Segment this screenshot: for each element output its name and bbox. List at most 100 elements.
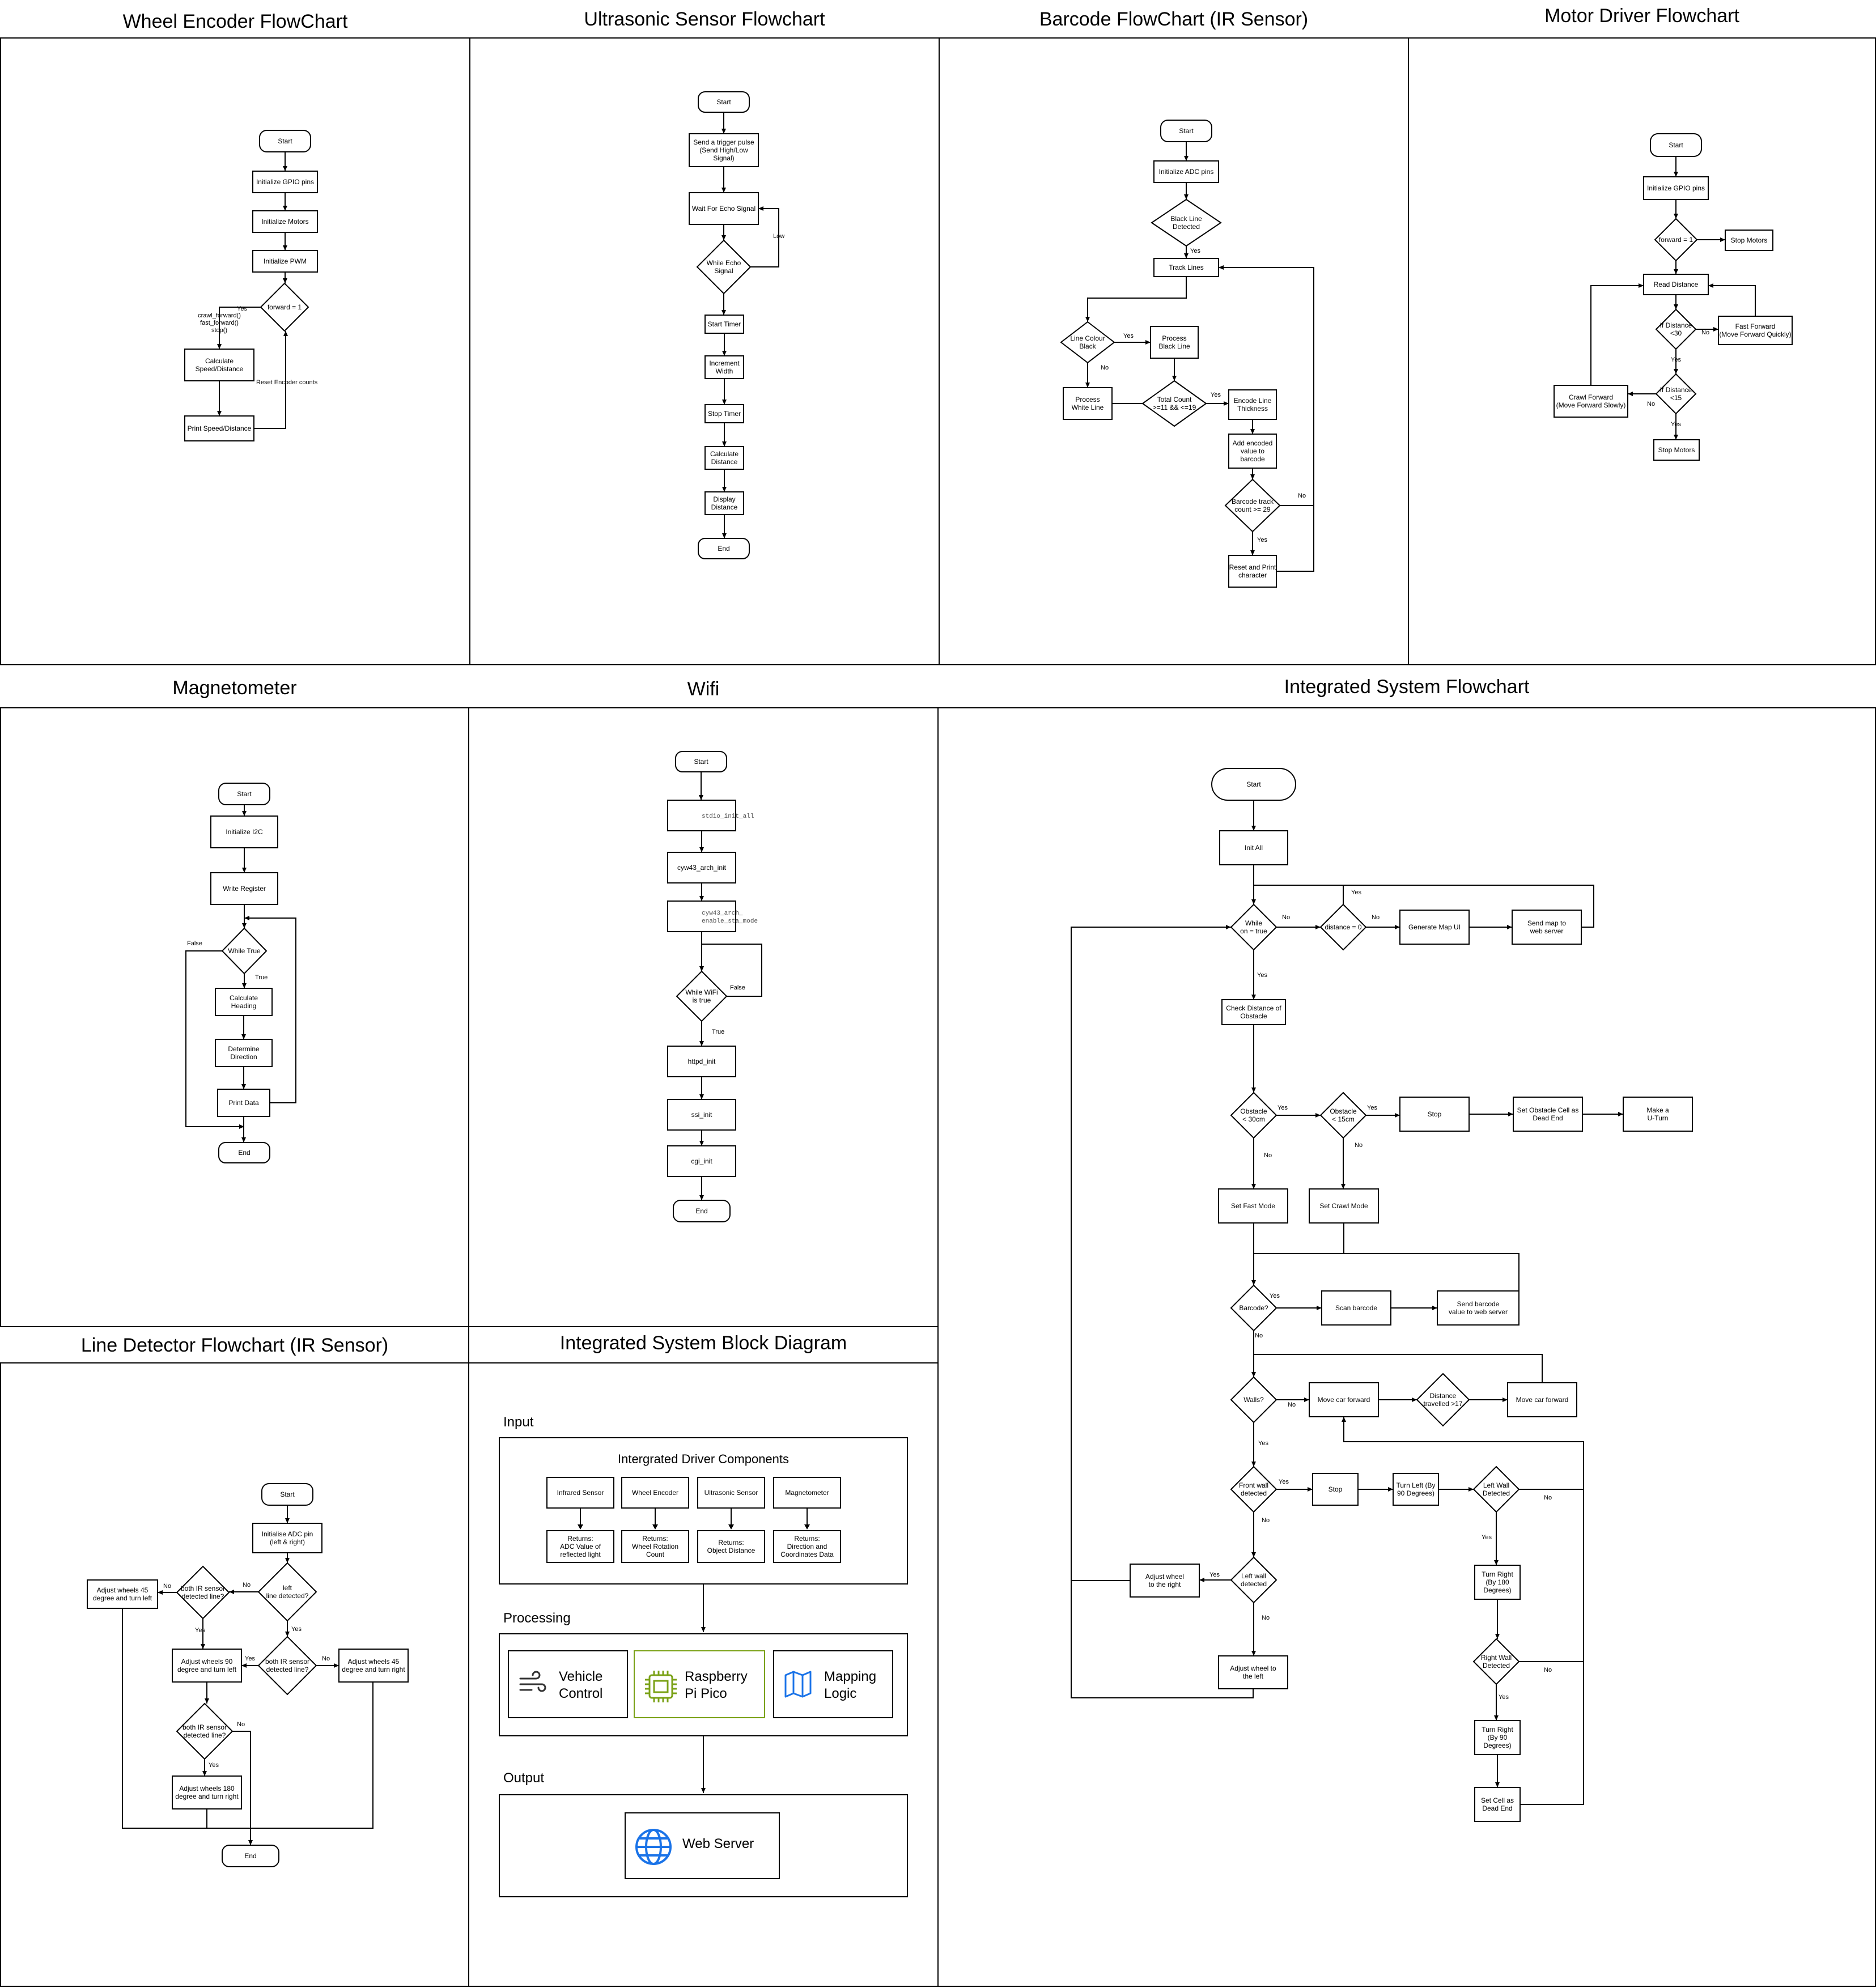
- node-w-cond: forward = 1: [260, 282, 309, 332]
- panel-motor-driver: [1408, 37, 1876, 665]
- sensor-return-line: Returns:: [642, 1535, 668, 1543]
- title-wifi: Wifi: [687, 678, 720, 700]
- flow-arrow: [1254, 885, 1594, 928]
- node-text: Barcode track: [1232, 498, 1274, 506]
- node-f-cyw: cyw43_arch_init: [667, 852, 736, 883]
- sensor-arrow: [728, 1509, 734, 1530]
- node-i-fast: Set Fast Mode: [1218, 1188, 1288, 1224]
- node-text: Display: [713, 495, 735, 503]
- edge-label: No: [243, 1582, 251, 1588]
- edge-label: Yes: [1270, 1293, 1280, 1299]
- edge-label: No: [1298, 492, 1306, 499]
- node-i-o30: Obstacle< 30cm: [1230, 1091, 1277, 1139]
- node-f-end: End: [673, 1200, 731, 1222]
- node-text: (Move Forward Quickly): [1719, 330, 1791, 338]
- node-text: Start: [694, 758, 708, 766]
- node-g-start: Start: [218, 783, 270, 805]
- node-u-wait: Wait For Echo Signal: [689, 192, 759, 225]
- node-text: Front wall: [1239, 1481, 1268, 1489]
- node-text: (Send High/Low: [699, 146, 748, 154]
- node-text: Set Obstacle Cell as: [1517, 1106, 1579, 1114]
- edge-label: Yes: [1257, 972, 1267, 979]
- node-text: Degrees): [1483, 1586, 1511, 1594]
- edge-label: Yes: [1123, 333, 1134, 339]
- block-group-title: Intergrated Driver Components: [617, 1452, 790, 1466]
- sensor-return-line: Wheel Rotation: [631, 1543, 679, 1551]
- node-text: forward = 1: [268, 303, 302, 311]
- edge-label: No: [1255, 1332, 1263, 1339]
- node-i-uturn: Make aU-Turn: [1623, 1097, 1693, 1132]
- node-i-init: Init All: [1219, 830, 1288, 865]
- node-text: Detected: [1483, 1489, 1510, 1497]
- node-text: value to web server: [1449, 1308, 1508, 1316]
- node-u-stop: Stop Timer: [704, 404, 744, 423]
- module-label-line: Mapping: [824, 1669, 877, 1684]
- node-text: detected line?: [184, 1731, 226, 1739]
- node-text: Obstacle: [1240, 1107, 1267, 1115]
- node-text: degree and turn right: [342, 1666, 405, 1673]
- node-m-d15: If Distance<15: [1655, 373, 1697, 415]
- edge-label: Yes: [1367, 1105, 1377, 1111]
- node-text: (By 90: [1488, 1734, 1508, 1741]
- node-f-sta: cyw43_arch_enable_sta_mode: [667, 900, 758, 932]
- node-text: Make a: [1646, 1106, 1669, 1114]
- sensor-box: Magnetometer: [773, 1477, 841, 1509]
- sensor-name: Magnetometer: [785, 1489, 829, 1497]
- edge-label: False: [730, 984, 745, 991]
- node-text: Left Wall: [1483, 1481, 1509, 1489]
- node-m-stop1: Stop Motors: [1725, 230, 1773, 251]
- node-text: Speed/Distance: [196, 365, 244, 373]
- node-text: Walls?: [1243, 1396, 1264, 1404]
- node-text: Calculate: [205, 357, 234, 365]
- node-text: cyw43_arch_: [702, 910, 743, 917]
- node-m-fast: Fast Forward(Move Forward Quickly): [1718, 316, 1793, 345]
- node-text: Initialise ADC pin: [262, 1530, 313, 1538]
- block-output-label: Output: [503, 1770, 545, 1786]
- edge-label: Yes: [209, 1762, 219, 1769]
- node-text: Print Speed/Distance: [188, 424, 252, 432]
- node-text: enable_sta_mode: [702, 918, 758, 925]
- node-text: detected: [1241, 1489, 1267, 1497]
- flow-arrow: [1342, 1417, 1584, 1805]
- edge-label: Yes: [1258, 1440, 1268, 1447]
- node-text: Stop Timer: [708, 410, 741, 418]
- globe-icon: [634, 1827, 673, 1870]
- node-text: Send barcode: [1457, 1300, 1500, 1308]
- node-text: Adjust wheels 90: [181, 1658, 233, 1666]
- flow-arrow: [217, 307, 261, 349]
- node-g-i2c: Initialize I2C: [210, 815, 278, 848]
- node-text: End: [718, 545, 729, 553]
- node-u-end: End: [698, 538, 750, 559]
- sensor-box: Wheel Encoder: [621, 1477, 689, 1509]
- wind-icon: [517, 1668, 549, 1703]
- node-text: End: [238, 1149, 250, 1157]
- edge-label: Yes: [1482, 1534, 1492, 1541]
- node-m-crawl: Crawl Forward(Move Forward Slowly): [1554, 385, 1628, 418]
- node-w-gpio: Initialize GPIO pins: [252, 171, 318, 193]
- node-i-move2: Move car forward: [1507, 1382, 1577, 1417]
- node-i-move1: Move car forward: [1309, 1382, 1379, 1417]
- node-text: Generate Map UI: [1408, 923, 1461, 931]
- node-i-crawl: Set Crawl Mode: [1309, 1188, 1379, 1224]
- node-text: to the right: [1149, 1581, 1181, 1588]
- node-text: Initialize I2C: [226, 828, 263, 836]
- node-text: Stop Motors: [1731, 236, 1768, 244]
- sensor-return-line: Object Distance: [707, 1547, 756, 1554]
- edge-label: Yes: [1499, 1694, 1509, 1701]
- node-text: Detected: [1173, 223, 1200, 231]
- node-text: Left wall: [1241, 1572, 1266, 1580]
- edge-label: Yes: [1209, 1571, 1220, 1578]
- node-text: Total Count: [1157, 396, 1192, 403]
- node-text: Signal): [713, 154, 734, 162]
